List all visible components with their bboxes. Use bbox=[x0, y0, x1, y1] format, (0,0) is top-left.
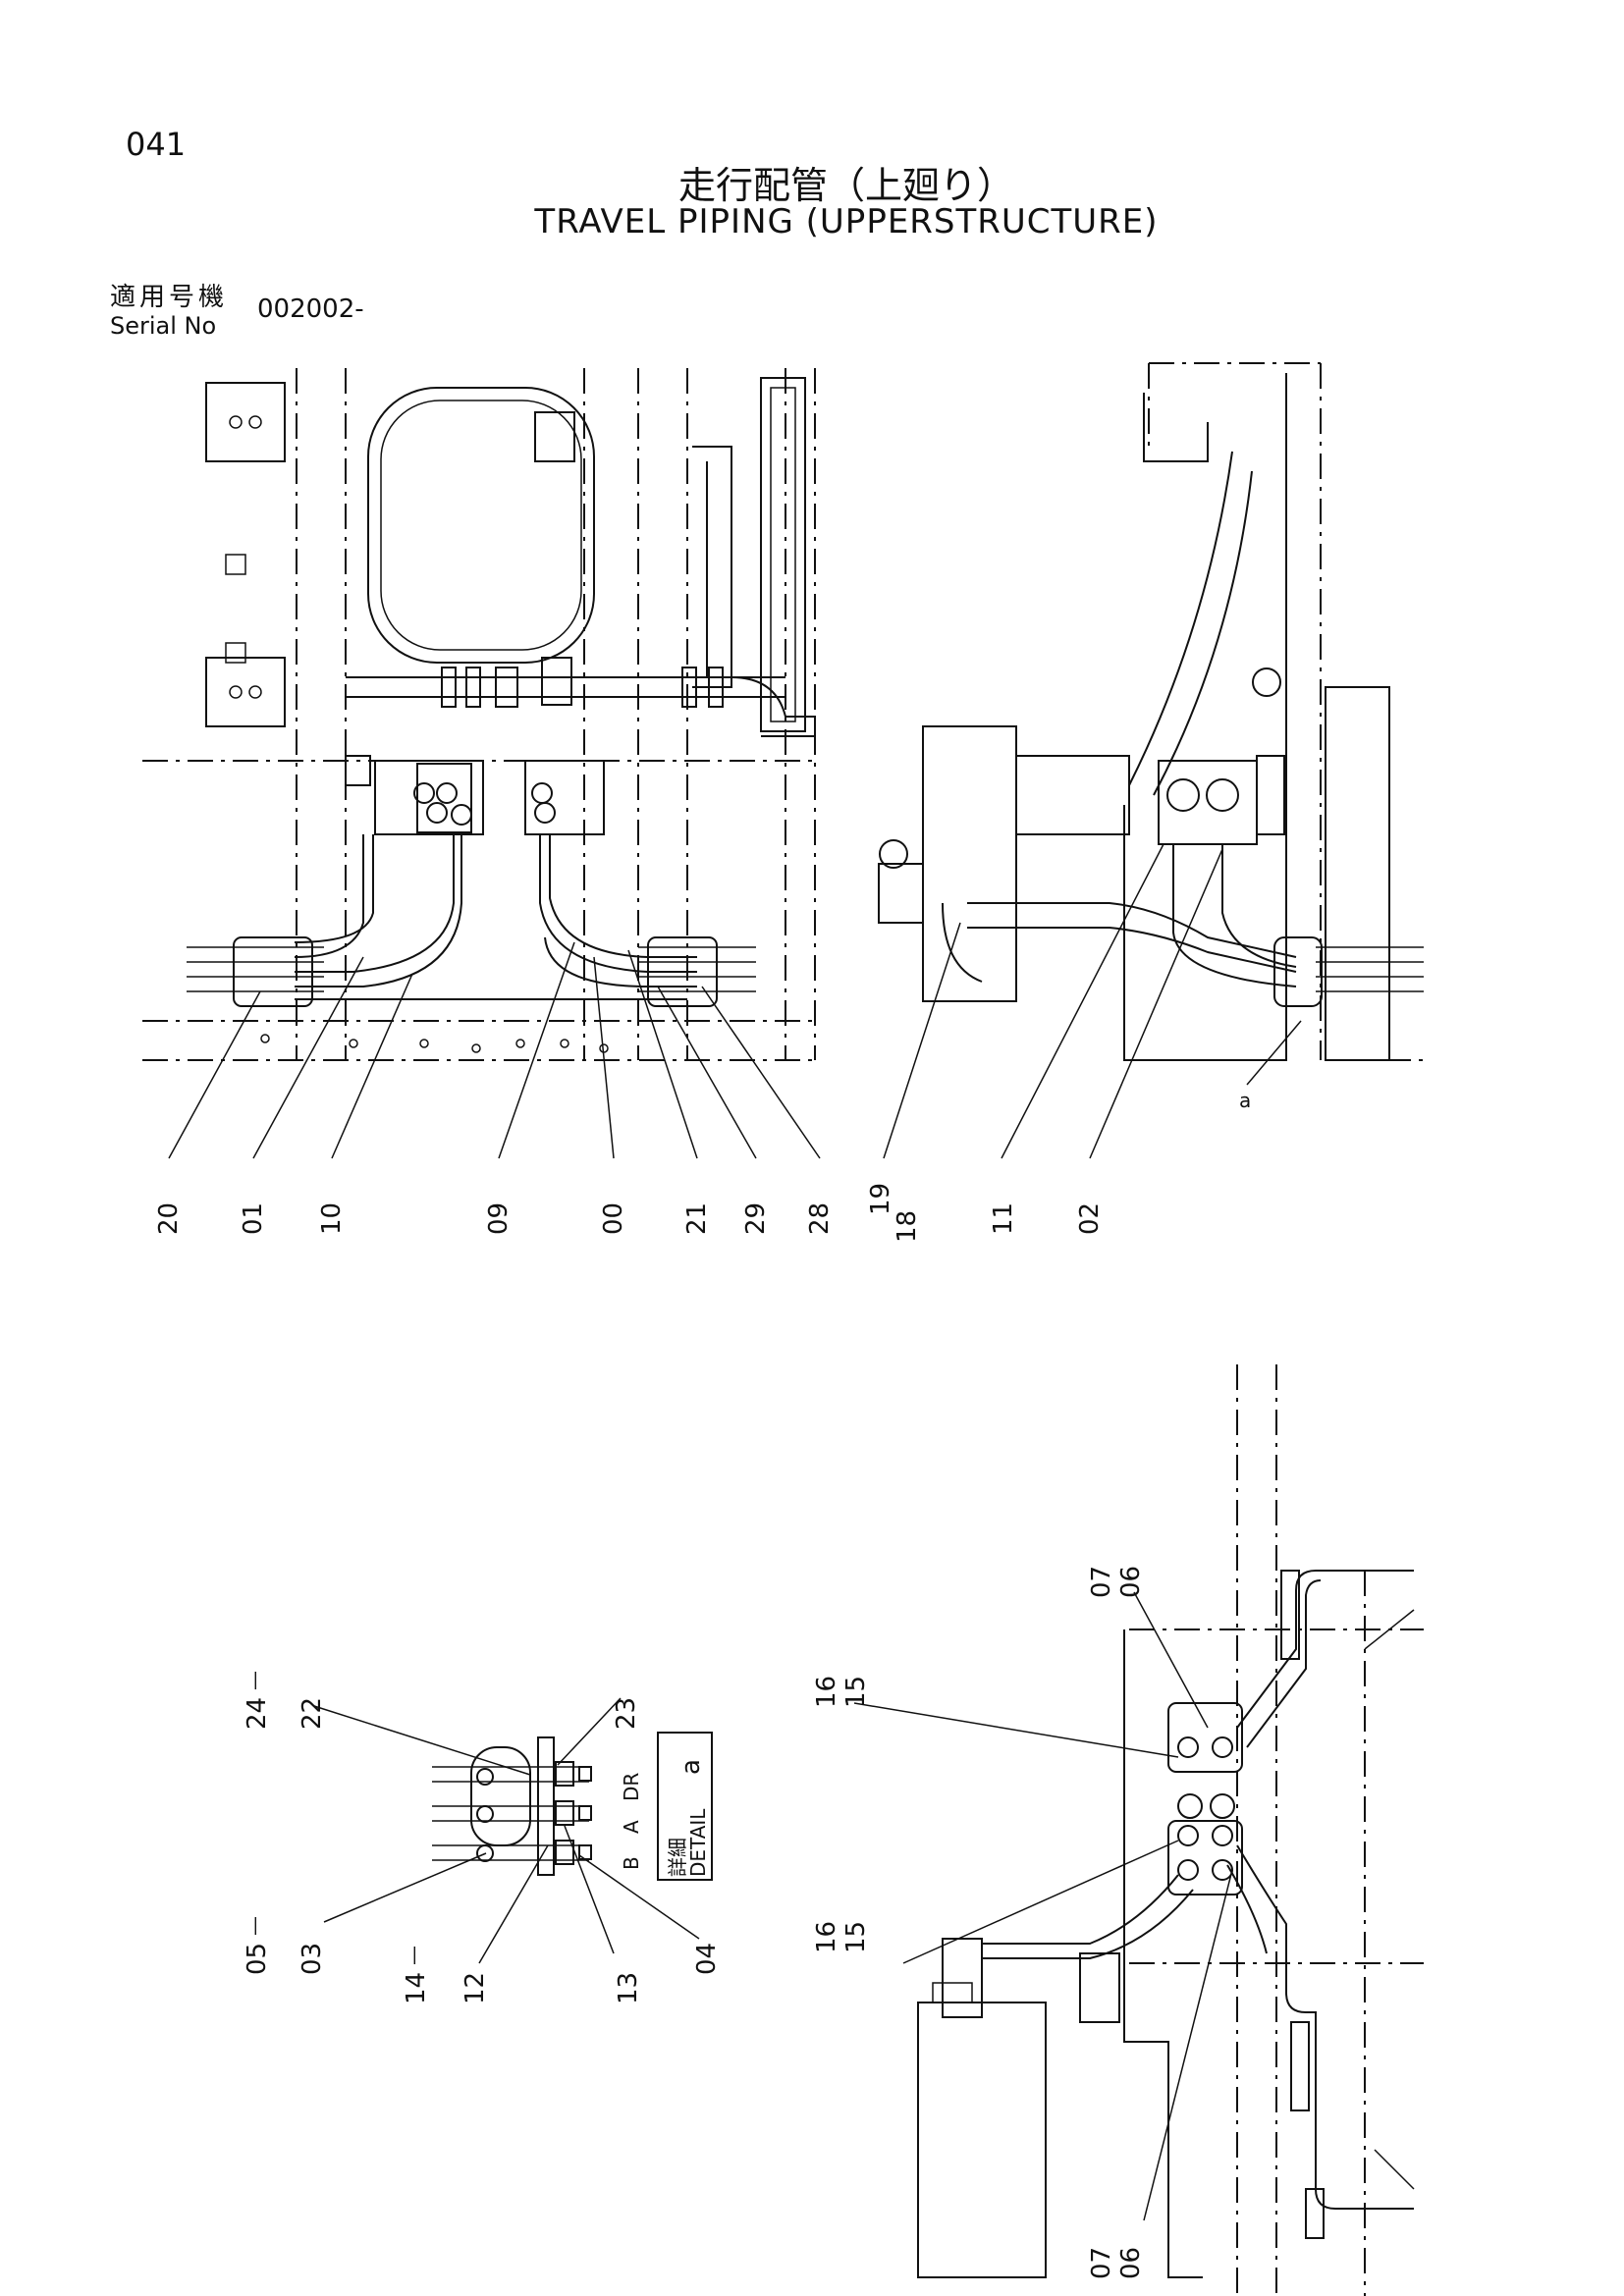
callout-label: 14 bbox=[402, 1972, 431, 2004]
callout-label: 02 bbox=[1075, 1202, 1105, 1235]
callout-label: 04 bbox=[692, 1943, 722, 1975]
detail-box-jp: 詳細 bbox=[666, 1838, 689, 1877]
callout-label: 06 bbox=[1116, 1566, 1146, 1598]
callout-label: 07 bbox=[1087, 1566, 1116, 1598]
port-label-dr: DR bbox=[620, 1773, 643, 1801]
svg-text:—: — bbox=[402, 1946, 425, 1965]
serial-label-jp: 適用号機 bbox=[110, 283, 229, 312]
detail-marker: a bbox=[1239, 1089, 1251, 1112]
callout-label: 01 bbox=[239, 1202, 268, 1235]
callout-label: 06 bbox=[1116, 2247, 1146, 2279]
callouts-top-left: 20 01 10 09 00 21 29 28 bbox=[154, 1202, 835, 1235]
view-top-right: a bbox=[878, 362, 1424, 1159]
callout-label: 19 bbox=[866, 1183, 895, 1215]
callout-label: 11 bbox=[989, 1202, 1018, 1235]
callout-label: 23 bbox=[612, 1697, 641, 1730]
callout-label: 05 bbox=[243, 1943, 272, 1975]
callout-label: 15 bbox=[841, 1921, 871, 1953]
svg-text:—: — bbox=[243, 1671, 266, 1690]
callout-label: 10 bbox=[317, 1202, 347, 1235]
port-label-b: B bbox=[620, 1856, 643, 1870]
serial-value: 002002- bbox=[257, 294, 364, 324]
svg-text:—: — bbox=[243, 1916, 266, 1936]
callout-label: 03 bbox=[298, 1943, 327, 1975]
callout-label: 22 bbox=[298, 1697, 327, 1730]
page-title-jp: 走行配管（上廻り） bbox=[677, 164, 1014, 207]
callouts-top-right: 19 18 11 02 bbox=[866, 1183, 1105, 1243]
callout-label: 07 bbox=[1087, 2247, 1116, 2279]
view-detail-a: DR A B 詳細 DETAIL a bbox=[313, 1697, 713, 1964]
callout-label: 16 bbox=[812, 1921, 841, 1953]
callout-label: 20 bbox=[154, 1202, 184, 1235]
callout-label: 24 bbox=[243, 1697, 272, 1730]
callout-label: 21 bbox=[682, 1202, 712, 1235]
callout-label: 16 bbox=[812, 1676, 841, 1708]
page-title-en: TRAVEL PIPING (UPPERSTRUCTURE) bbox=[534, 202, 1159, 241]
detail-box-en: DETAIL bbox=[686, 1808, 710, 1877]
port-label-a: A bbox=[620, 1820, 643, 1834]
callout-label: 28 bbox=[805, 1202, 835, 1235]
callout-label: 13 bbox=[614, 1972, 643, 2004]
callouts-detail: 24 — 22 23 05 — 03 14 — 12 13 04 bbox=[243, 1671, 722, 2004]
detail-box-marker: a bbox=[677, 1759, 706, 1775]
callout-label: 15 bbox=[841, 1676, 871, 1708]
callout-label: 18 bbox=[893, 1210, 922, 1243]
view-top-left bbox=[142, 368, 821, 1159]
callout-label: 29 bbox=[741, 1202, 771, 1235]
callouts-bottom-right: 07 06 16 15 16 15 07 06 bbox=[812, 1566, 1146, 2279]
view-bottom-right bbox=[853, 1364, 1424, 2296]
callout-label: 00 bbox=[599, 1202, 628, 1235]
page-number: 041 bbox=[126, 126, 187, 163]
callout-label: 09 bbox=[484, 1202, 514, 1235]
serial-label-en: Serial No bbox=[110, 312, 217, 340]
callout-label: 12 bbox=[460, 1972, 490, 2004]
